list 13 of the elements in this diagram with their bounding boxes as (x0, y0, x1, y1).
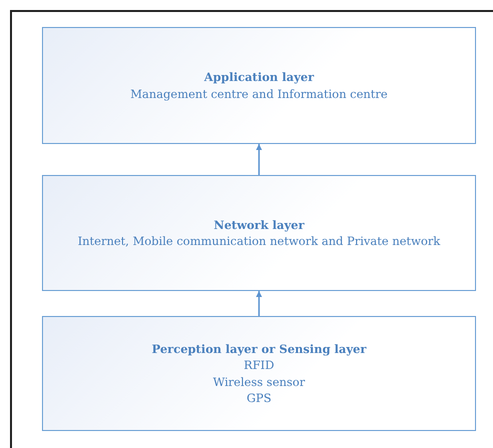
layer-description: GPS (246, 390, 272, 406)
layer-description: Internet, Mobile communication network and Private network (78, 233, 440, 250)
layer-box (42, 175, 476, 291)
layer-title: Network layer (214, 216, 304, 233)
arrow (256, 144, 262, 175)
layer-title: Perception layer or Sensing layer (152, 341, 366, 358)
layer-description: Wireless sensor (213, 374, 305, 390)
layer-box (42, 316, 476, 431)
layer-description: Management centre and Information centre (130, 86, 388, 102)
arrow (256, 291, 262, 316)
layer-description: RFID (244, 357, 274, 374)
layer-box (42, 27, 476, 144)
layer-title: Application layer (204, 69, 314, 86)
